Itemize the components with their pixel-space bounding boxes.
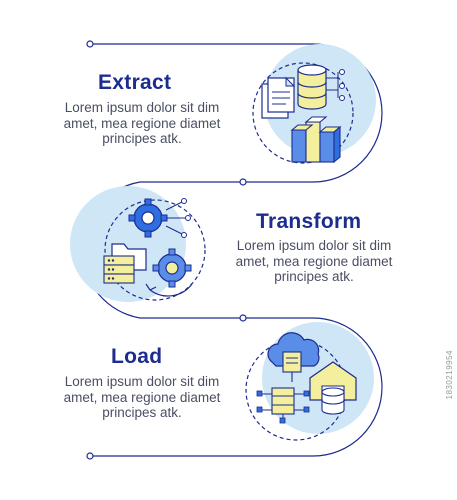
step-description-transform: Lorem ipsum dolor sit dim amet, mea regi…	[226, 238, 402, 285]
step-title-transform: Transform	[256, 210, 362, 233]
gear-process-icon	[70, 186, 206, 302]
description-line: amet, mea regione diamet	[235, 253, 393, 269]
description-line: amet, mea regione diamet	[63, 115, 221, 131]
step-title-load: Load	[111, 345, 163, 368]
description-line: principes atk.	[102, 131, 182, 146]
step-title-extract: Extract	[98, 71, 172, 94]
description-line: principes atk.	[102, 405, 182, 420]
cloud-load-icon	[245, 322, 374, 441]
step-description-extract: Lorem ipsum dolor sit dim amet, mea regi…	[54, 100, 230, 147]
description-line: Lorem ipsum dolor sit dim	[64, 100, 220, 115]
description-line: amet, mea regione diamet	[63, 389, 221, 405]
description-line: Lorem ipsum dolor sit dim	[236, 238, 392, 253]
step-description-load: Lorem ipsum dolor sit dim amet, mea regi…	[54, 374, 230, 421]
stock-id: 1830219954	[445, 350, 454, 400]
description-line: Lorem ipsum dolor sit dim	[64, 374, 220, 389]
connector-dots	[86, 40, 247, 460]
description-line: principes atk.	[274, 269, 354, 284]
database-document-icon	[252, 44, 376, 164]
